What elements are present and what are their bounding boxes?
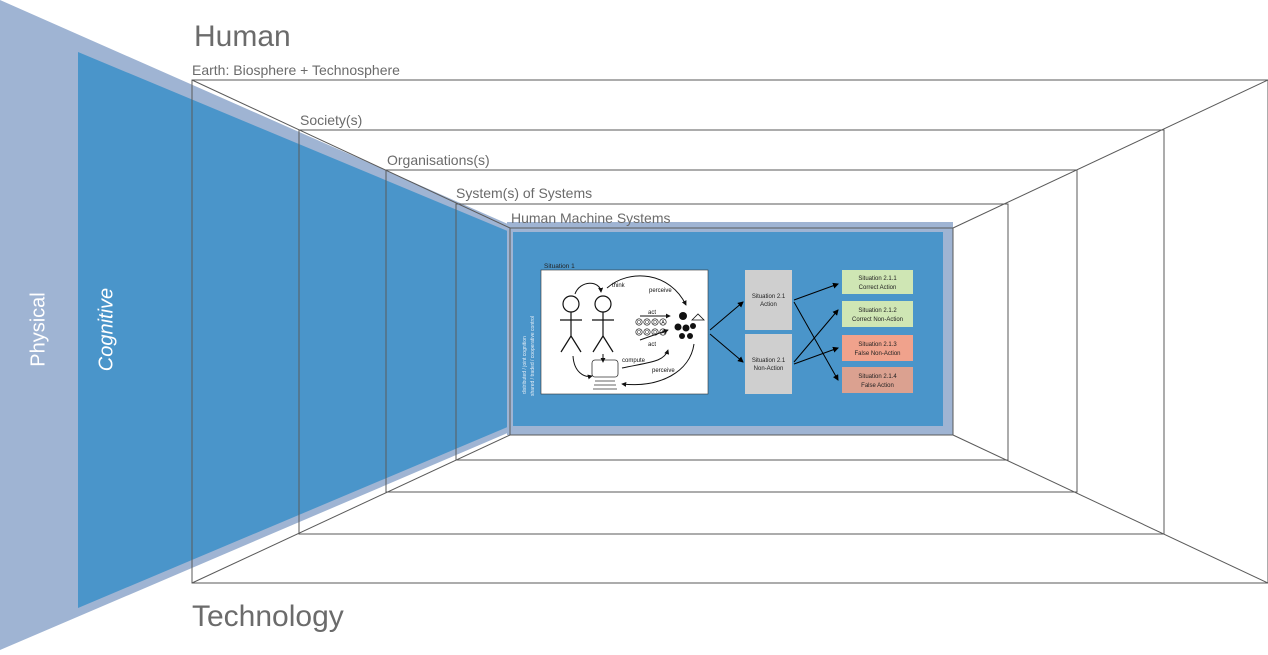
- axis-label-cognitive: Cognitive: [95, 287, 118, 372]
- layer-label-organisations: Organisations(s): [387, 152, 490, 168]
- perspective-line-bottom-left: [191, 434, 511, 584]
- situation21-nonaction-title: Situation 2.1: [752, 358, 786, 364]
- perspective-line-top-left: [191, 79, 511, 229]
- situation21-nonaction-box: [745, 334, 792, 394]
- situation21-nonaction-subtitle: Non-Action: [754, 366, 784, 372]
- outcome-3-title: Situation 2.1.3: [858, 342, 897, 348]
- perspective-frames: [191, 79, 1268, 584]
- label-perceive-top: perceive: [649, 288, 672, 294]
- label-think: think: [612, 283, 626, 289]
- layer-label-society: Society(s): [300, 112, 363, 128]
- computer-icon: [591, 359, 619, 390]
- outcome-box-3: [842, 335, 913, 361]
- axis-label-physical: Physical: [27, 292, 50, 367]
- label-act-1: act: [648, 310, 656, 316]
- perspective-line-top-right: [952, 79, 1268, 229]
- ooda-2-a: A: [661, 330, 665, 336]
- label-act-2: act: [648, 342, 656, 348]
- human-computer-arrow-2: [572, 355, 593, 380]
- situation21-action-subtitle: Action: [760, 302, 777, 308]
- perspective-line-bottom-right: [952, 434, 1268, 584]
- perceive-top-arrow: [606, 275, 687, 306]
- perceive-bottom-arrow: [621, 343, 695, 387]
- human-figure-2: [592, 295, 614, 353]
- outcome-2-title: Situation 2.1.2: [858, 308, 897, 314]
- frame-earth: [191, 79, 1268, 584]
- compute-arrow: [621, 349, 670, 369]
- outcome-1-subtitle: Correct Action: [859, 285, 897, 291]
- outcome-box-4: [842, 367, 913, 393]
- situation21-action-title: Situation 2.1: [752, 294, 786, 300]
- ooda-2-o2: O: [645, 330, 649, 336]
- situation1-caption-line1: distributed / joint cognition: [522, 336, 528, 394]
- ooda-1-o1: O: [637, 320, 641, 326]
- outcome-2-subtitle: Correct Non-Action: [852, 317, 903, 323]
- label-perceive-bottom: perceive: [652, 368, 675, 374]
- transition-arrows: [709, 282, 839, 381]
- situation1-title: Situation 1: [544, 263, 575, 270]
- frame-society: [298, 129, 1165, 535]
- situation1-box: [540, 269, 709, 395]
- ooda-2-o1: O: [637, 330, 641, 336]
- situation1-caption-line2: shared / traded / cooperative control: [530, 316, 536, 396]
- ooda-2-d: D: [653, 330, 657, 336]
- human-figure-1: [560, 295, 582, 353]
- label-compute: compute: [622, 358, 646, 364]
- outcome-4-title: Situation 2.1.4: [858, 374, 897, 380]
- outcome-box-2: [842, 301, 913, 327]
- frame-sos: [455, 203, 1009, 461]
- ooda-row-2: O O D A: [635, 328, 667, 336]
- environment-icon: [674, 312, 705, 339]
- layer-label-hms: Human Machine Systems: [511, 210, 671, 226]
- ooda-1-o2: O: [645, 320, 649, 326]
- layer-label-earth: Earth: Biosphere + Technosphere: [192, 62, 400, 78]
- frame-hms: [509, 227, 954, 436]
- ooda-1-d: D: [653, 320, 657, 326]
- axis-label-technology: Technology: [192, 600, 344, 633]
- outcome-box-1: [842, 270, 913, 294]
- situation21-action-box: [745, 270, 792, 330]
- ooda-row-1: O O D A: [635, 318, 667, 326]
- outcome-1-title: Situation 2.1.1: [858, 276, 897, 282]
- think-arrow: [574, 282, 604, 295]
- ooda-1-a: A: [661, 320, 665, 326]
- outcome-boxes: Situation 2.1.1 Correct Action Situation…: [842, 270, 913, 393]
- frame-organisations: [385, 169, 1078, 493]
- layer-label-sos: System(s) of Systems: [456, 185, 593, 201]
- axis-label-human: Human: [194, 20, 291, 53]
- outcome-4-subtitle: False Action: [861, 383, 894, 389]
- outcome-3-subtitle: False Non-Action: [854, 351, 900, 357]
